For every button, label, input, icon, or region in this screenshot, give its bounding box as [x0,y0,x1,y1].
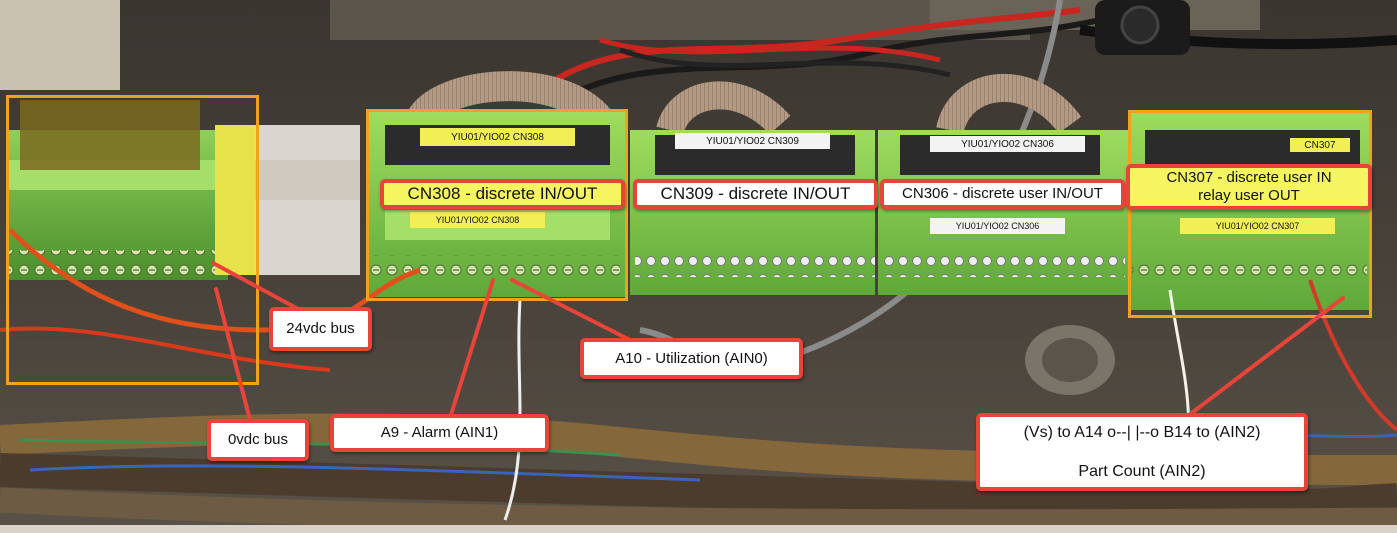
sticker-cn307-bottom: YIU01/YIO02 CN307 [1215,221,1300,231]
highlight-box-cn308 [366,109,628,301]
sticker-cn308-bottom: YIU01/YIO02 CN308 [435,215,520,225]
label-cn307: CN307 - discrete user IN relay user OUT [1126,164,1372,210]
sticker-cn309-top: YIU01/YIO02 CN309 [706,135,799,147]
highlight-box-bus [6,95,259,385]
sticker-cn308-top: YIU01/YIO02 CN308 [451,131,544,143]
label-cn308: CN308 - discrete IN/OUT [380,179,625,209]
sticker-cn306-bottom: YIU01/YIO02 CN306 [955,221,1040,231]
label-a10-utilization: A10 - Utilization (AIN0) [580,338,803,379]
label-cn307-line2: relay user OUT [1198,187,1300,204]
label-part-count: (Vs) to A14 o--| |--o B14 to (AIN2) Part… [976,413,1308,491]
label-part-count-line2: Part Count (AIN2) [1078,463,1206,480]
sticker-cn306-top: YIU01/YIO02 CN306 [961,138,1054,150]
sticker-cn307-top: CN307 [1290,138,1350,152]
label-a9-alarm: A9 - Alarm (AIN1) [330,414,549,452]
label-0vdc-bus: 0vdc bus [207,419,309,461]
label-part-count-line1: (Vs) to A14 o--| |--o B14 to (AIN2) [1023,423,1261,441]
label-cn306: CN306 - discrete user IN/OUT [880,179,1125,209]
label-24vdc-bus: 24vdc bus [269,307,372,351]
label-cn307-line1: CN307 - discrete user IN [1166,169,1332,186]
label-cn309: CN309 - discrete IN/OUT [633,179,878,209]
